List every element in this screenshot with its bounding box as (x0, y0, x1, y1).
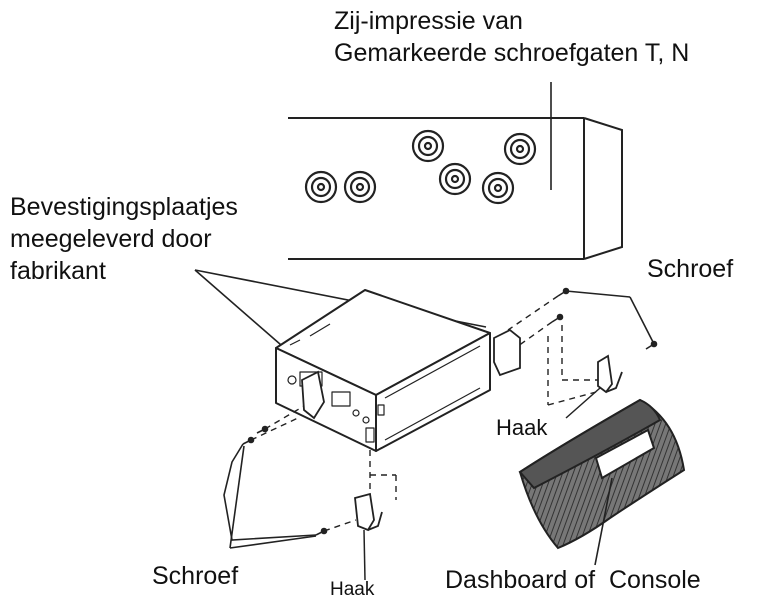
bottom-hook (354, 492, 383, 581)
screw-label-right: Schroef (647, 255, 734, 283)
screw-hole (481, 171, 515, 205)
screw-hole (304, 170, 338, 204)
screw-holes (304, 129, 537, 205)
side-view-title-line1: Zij-impressie van (334, 7, 523, 35)
screw-hole (438, 162, 472, 196)
screw-hole (343, 170, 377, 204)
screw-hole (503, 132, 537, 166)
mounting-plates (301, 328, 521, 420)
plates-label-line2: meegeleverd door (10, 225, 212, 253)
dashboard-label: Dashboard of Console (445, 566, 701, 594)
screw-icon (551, 313, 564, 323)
screw-icon (315, 527, 328, 536)
screw-icon (242, 436, 255, 445)
left-screw-assembly (223, 405, 397, 541)
screw-leader-lines (229, 445, 317, 549)
screw-label-left: Schroef (152, 562, 239, 590)
radio-unit-side (375, 332, 491, 452)
side-view-title-line2: Gemarkeerde schroefgaten T, N (334, 39, 690, 67)
plates-label-line1: Bevestigingsplaatjes (10, 193, 238, 221)
screw-icon (645, 340, 658, 350)
side-impression-panel (288, 82, 623, 260)
right-screw-assembly (507, 287, 658, 406)
screw-icon (256, 425, 269, 434)
right-hook (565, 354, 623, 419)
dashboard-console (518, 398, 686, 566)
screw-icon (557, 287, 570, 297)
radio-unit (275, 289, 491, 452)
hook-label-bottom: Haak (330, 579, 375, 600)
screw-hole (411, 129, 445, 163)
plates-label-line3: fabrikant (10, 257, 106, 285)
hook-label-right: Haak (496, 415, 548, 440)
